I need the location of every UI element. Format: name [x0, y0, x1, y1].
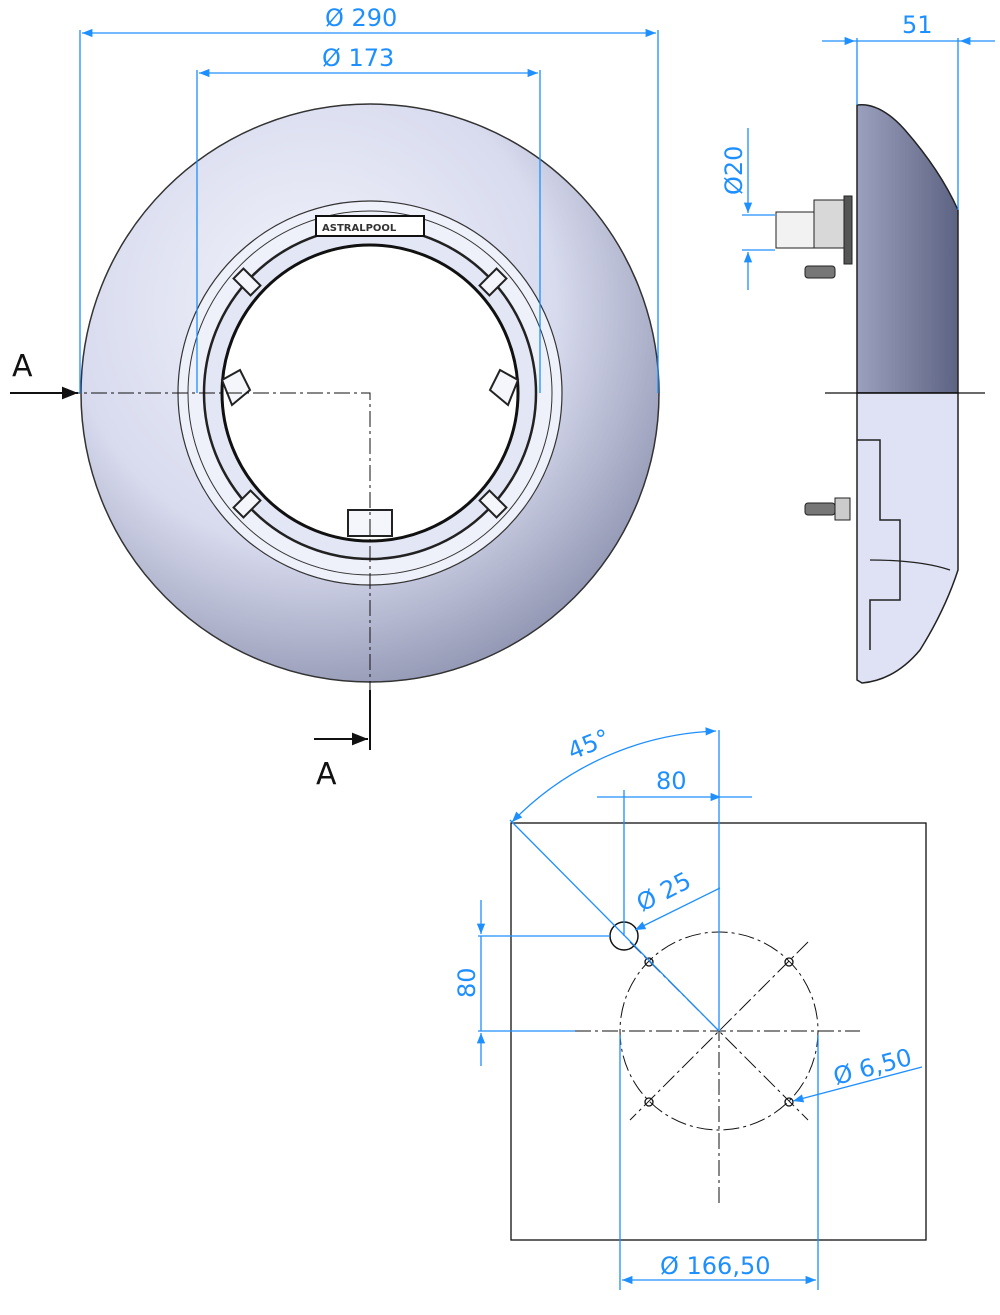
pipe-fitting	[775, 211, 815, 249]
bolt-upper	[804, 265, 836, 279]
dim-bolt-circle: Ø 166,50	[660, 1252, 771, 1280]
screw-holes	[644, 957, 794, 1107]
section-label-a-left: A	[12, 349, 33, 384]
nut	[813, 199, 845, 249]
dim-pipe-diameter: Ø20	[720, 146, 748, 195]
side-body-section	[856, 392, 959, 684]
bolt-lower	[804, 502, 836, 516]
side-view: 51 Ø20	[720, 11, 995, 684]
dim-inner-diameter: Ø 173	[322, 44, 394, 72]
dim-horizontal-offset: 80	[656, 767, 687, 795]
front-view: ASTRALPOOL A A Ø 290 Ø 173	[10, 4, 660, 792]
side-body-upper	[856, 103, 959, 394]
logo: ASTRALPOOL	[322, 223, 397, 234]
dim-screw-hole: Ø 6,50	[830, 1043, 914, 1091]
dim-pipe-hole: Ø 25	[632, 866, 696, 917]
mounting-template: 45° 80 80 Ø 25 Ø 6,50 Ø 166,50	[453, 724, 927, 1290]
dim-outer-diameter: Ø 290	[325, 4, 397, 32]
logo-plate	[315, 215, 425, 237]
section-label-a-bottom: A	[316, 757, 337, 792]
section-line	[10, 392, 371, 690]
dim-angle: 45°	[564, 724, 614, 766]
dim-vertical-offset: 80	[453, 967, 481, 998]
dim-depth: 51	[902, 11, 933, 39]
